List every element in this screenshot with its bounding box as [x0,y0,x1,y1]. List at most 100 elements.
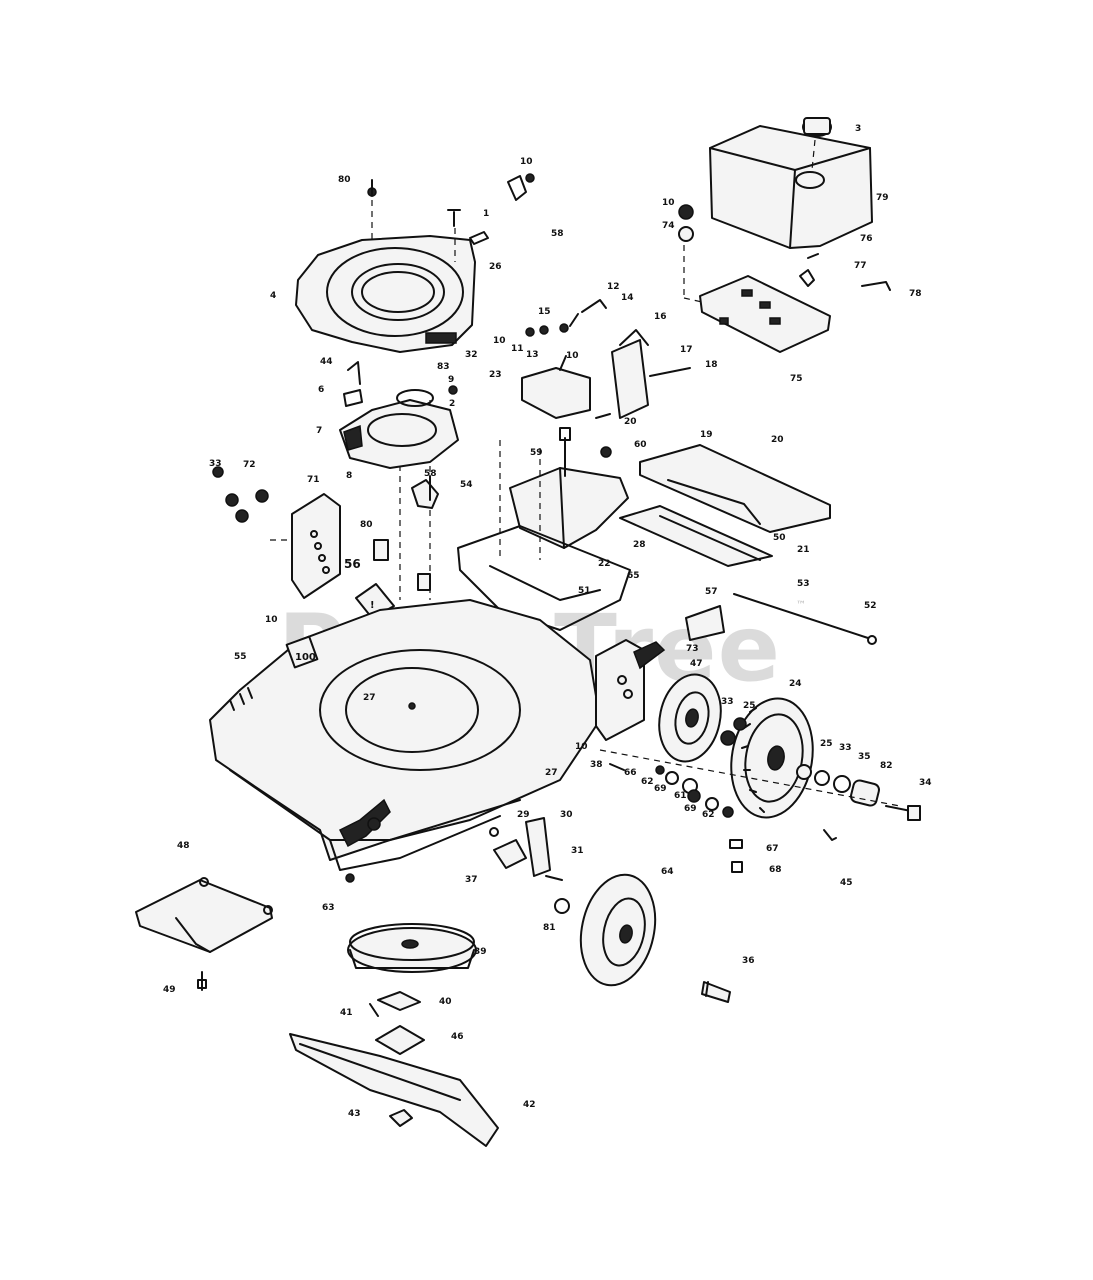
callout-c60: 60 [634,440,647,450]
callout-c20a: 20 [624,417,637,427]
callout-c69a: 69 [654,784,667,794]
callout-c39: 39 [474,947,487,957]
callout-c51: 51 [578,586,591,596]
callout-c56: 56 [344,557,361,571]
tank-bracket [678,204,891,353]
callout-c13: 13 [526,350,539,360]
callout-c79: 79 [876,193,889,203]
callout-c19: 19 [700,430,713,440]
callout-c71: 71 [307,475,320,485]
callout-c25b: 25 [820,739,833,749]
callout-c29: 29 [517,810,530,820]
callout-c69b: 69 [684,804,697,814]
callout-c33b: 33 [721,697,734,707]
right-wheel-bracket [595,593,877,741]
callout-c53: 53 [797,579,810,589]
callout-c31: 31 [571,846,584,856]
blade-adapter-pulley [345,873,477,973]
callout-c27b: 27 [545,768,558,778]
callout-c80b: 80 [360,520,373,530]
mower-deck: 100 [209,599,601,871]
callout-c26: 26 [489,262,502,272]
callout-c73: 73 [686,644,699,654]
callout-c30: 30 [560,810,573,820]
callout-c10b: 10 [662,198,675,208]
callout-c44: 44 [320,357,333,367]
callout-c55: 55 [234,652,247,662]
callout-c33a: 33 [209,459,222,469]
callout-c14: 14 [621,293,634,303]
callout-c80a: 80 [338,175,351,185]
deck-decal-text: 100 [295,652,316,663]
blade-plate [369,991,425,1055]
callout-c50: 50 [773,533,786,543]
callout-c6: 6 [318,385,324,395]
callout-c36: 36 [742,956,755,966]
callout-c37: 37 [465,875,478,885]
svg-text:!: ! [370,600,375,611]
blower-pulley-assembly [339,361,459,469]
callout-c43: 43 [348,1109,361,1119]
fuel-tank [709,117,873,249]
callout-c18: 18 [705,360,718,370]
callout-c49: 49 [163,985,176,995]
drive-pulley [658,673,722,763]
callout-c10a: 10 [520,157,533,167]
callout-c65: 65 [627,571,640,581]
watermark-trademark: ™ [796,600,806,611]
callout-c27a: 27 [363,693,376,703]
callout-c78: 78 [909,289,922,299]
callout-c12: 12 [607,282,620,292]
callout-c76: 76 [860,234,873,244]
callout-c58a: 58 [551,229,564,239]
height-adjuster [489,817,563,881]
callout-c41: 41 [340,1008,353,1018]
callout-c46: 46 [451,1032,464,1042]
callout-c62b: 62 [702,810,715,820]
front-wheel [554,873,657,987]
callout-c82: 82 [880,761,893,771]
callout-c72: 72 [243,460,256,470]
callout-c3: 3 [855,124,861,134]
callout-c61: 61 [674,791,687,801]
callout-c4: 4 [270,291,276,301]
discharge-door [135,877,273,991]
callout-c34: 34 [919,778,932,788]
callout-c81: 81 [543,923,556,933]
callout-c22: 22 [598,559,611,569]
callout-c58b: 58 [424,469,437,479]
hardware-top [447,173,535,262]
callout-c9: 9 [448,375,454,385]
callout-c75: 75 [790,374,803,384]
callout-c24: 24 [789,679,802,689]
callout-c83: 83 [437,362,450,372]
callout-c54: 54 [460,480,473,490]
callout-c2: 2 [449,399,455,409]
left-wheel-bracket [212,466,341,599]
callout-c32: 32 [465,350,478,360]
callout-c1: 1 [483,209,489,219]
callout-c59: 59 [530,448,543,458]
callout-c7: 7 [316,426,322,436]
callout-c68: 68 [769,865,782,875]
callout-c77: 77 [854,261,867,271]
callout-c66: 66 [624,768,637,778]
callout-c35: 35 [858,752,871,762]
callout-c10c: 10 [493,336,506,346]
callout-c47: 47 [690,659,703,669]
callout-c8: 8 [346,471,352,481]
mower-blade [289,1033,499,1147]
deck-frame [399,400,631,631]
callout-c23: 23 [489,370,502,380]
control-bracket [521,299,691,419]
callout-c16: 16 [654,312,667,322]
callout-c33c: 33 [839,743,852,753]
callout-c10f: 10 [575,742,588,752]
callout-c25a: 25 [743,701,756,711]
callout-c63: 63 [322,903,335,913]
callout-c48: 48 [177,841,190,851]
callout-c11: 11 [511,344,524,354]
engine-shroud [295,179,476,353]
